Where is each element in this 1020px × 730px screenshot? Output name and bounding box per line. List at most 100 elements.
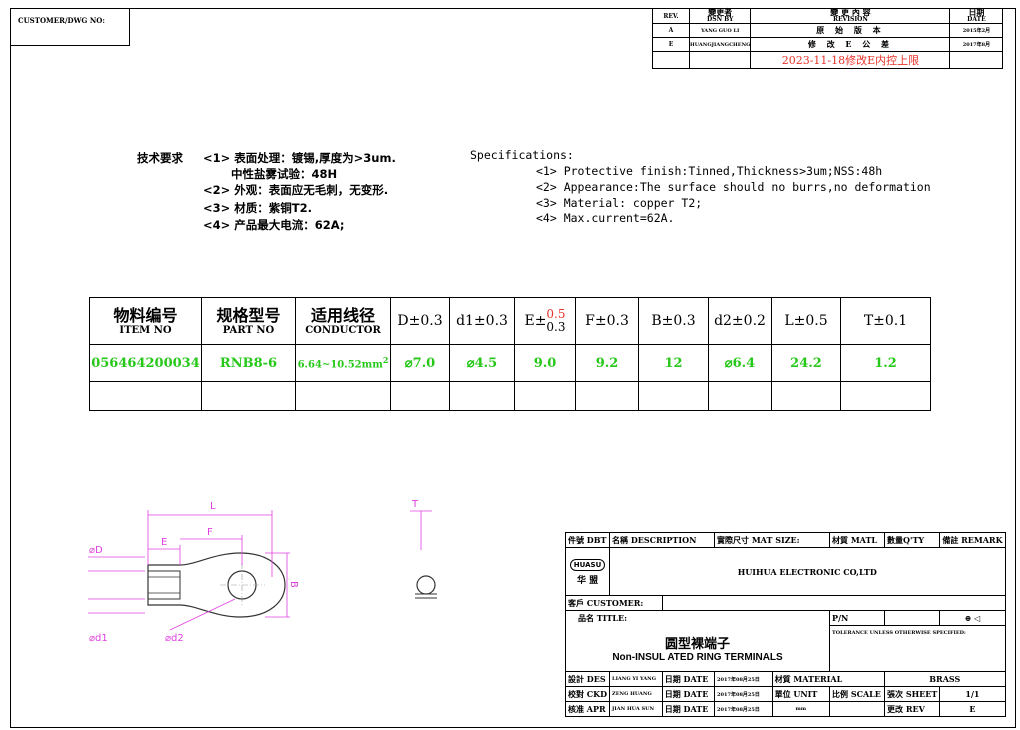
projection-symbol: ⊕ ◁ [939, 610, 1006, 626]
b-header: B±0.3 [638, 297, 709, 345]
e-cell: 9.0 [514, 344, 576, 382]
specs-cn-item: <3> 材质：紫铜T2. [203, 201, 312, 215]
customer-label: CUSTOMER/DWG NO: [18, 16, 105, 25]
date-label: 日期 DATE [661, 686, 716, 702]
d1-header: d1±0.3 [449, 297, 515, 345]
apr-name: JIAN HUA SUN [609, 701, 663, 717]
title-block: 件號 DBT 名稱 DESCRIPTION 實際尺寸 MAT SIZE: 材質 … [564, 532, 1006, 717]
d-header: D±0.3 [390, 297, 450, 345]
desc-label: 名稱 DESCRIPTION [609, 532, 716, 548]
d2-header: d2±0.2 [708, 297, 772, 345]
signoff-row: 設計 DES LIANG YI YANG 日期 DATE 2017年08月25日… [564, 671, 1006, 687]
desc-cell: 原 始 版 本 [750, 23, 951, 38]
signoff-row: 校對 CKD ZENG HUANG 日期 DATE 2017年08月25日 單位… [564, 686, 1006, 702]
label-e: E [161, 537, 167, 548]
scale-label: 比例 SCALE [829, 686, 886, 702]
material-label: 材質 MATERIAL [771, 671, 886, 687]
pn-label: P/N [829, 610, 886, 626]
date-label: 日期 DATE [661, 671, 716, 687]
label-t: T [411, 499, 419, 510]
specs-en-item: <2> Appearance:The surface should no bur… [536, 180, 931, 194]
logo-cell: HUASU 华 盟 [564, 547, 611, 596]
b-cell: 12 [638, 344, 709, 382]
customer-field-label: 客戶 CUSTOMER: [565, 595, 663, 611]
table-row: 056464200034 RNB8-6 6.64~10.52mm2 ⌀7.0 ⌀… [89, 344, 931, 382]
specs-en-item: <3> Material: copper T2; [536, 196, 703, 210]
sheet-value: 1/1 [939, 686, 1006, 702]
ckd-name: ZENG HUANG [609, 686, 663, 702]
table-row-empty [89, 381, 931, 411]
t-header: T±0.1 [840, 297, 931, 345]
by-cell: HUANGJIANGCHENG [688, 37, 752, 52]
part-no-cell: RNB8-6 [201, 344, 296, 382]
rev-value: E [939, 701, 1006, 717]
d1-cell: ⌀4.5 [449, 344, 515, 382]
date-value: 2017年08月25日 [714, 671, 773, 687]
matl-label: 材質 MATL [829, 532, 886, 548]
rev-cell: A [652, 23, 690, 38]
des-label: 設計 DES [564, 671, 611, 687]
l-cell: 24.2 [771, 344, 841, 382]
label-d2: ⌀d2 [165, 633, 184, 644]
l-header: L±0.5 [771, 297, 841, 345]
specs-cn-item: <4> 产品最大电流：62A; [203, 218, 345, 232]
specs-en-item: <1> Protective finish:Tinned,Thickness>3… [536, 164, 883, 178]
date-cell: 2017年8月 [949, 37, 1004, 52]
signoff-row: 核准 APR JIAN HUA SUN 日期 DATE 2017年08月25日 … [564, 701, 1006, 717]
d-cell: ⌀7.0 [390, 344, 450, 382]
specs-en-heading: Specifications: [470, 148, 574, 162]
item-no-cell: 056464200034 [89, 344, 202, 382]
f-cell: 9.2 [575, 344, 639, 382]
title-header-row: 件號 DBT 名稱 DESCRIPTION 實際尺寸 MAT SIZE: 材質 … [564, 532, 1006, 548]
logo-mark: HUASU [570, 559, 606, 571]
company-name: HUIHUA ELECTRONIC CO,LTD [609, 547, 1006, 596]
dbt-label: 件號 DBT [564, 532, 611, 548]
tolerance-note: TOLERANCE UNLESS OTHERWISE SPECIFIED: [829, 625, 1006, 672]
rev-header: REV. [652, 8, 690, 24]
specs-cn-heading: 技术要求 [137, 151, 183, 165]
customer-dwg-box: CUSTOMER/DWG NO: [10, 8, 130, 46]
product-title: 圆型裸端子 Non-INSUL ATED RING TERMINALS [564, 625, 831, 672]
specs-cn-item: 中性盐雾试验：48H [231, 167, 338, 181]
apr-label: 核准 APR [564, 701, 611, 717]
terminal-outline [147, 552, 286, 618]
specs-cn-item: <1> 表面处理：镀锡,厚度为>3um. [203, 151, 396, 165]
ckd-label: 校對 CKD [564, 686, 611, 702]
date-value: 2017年08月25日 [714, 686, 773, 702]
customer-row: 客戶 CUSTOMER: [565, 595, 1006, 611]
product-cn: 圆型裸端子 [665, 637, 731, 653]
material-value: BRASS [884, 671, 1006, 687]
label-l: L [210, 501, 216, 512]
product-row: 圆型裸端子 Non-INSUL ATED RING TERMINALS TOLE… [564, 625, 1006, 672]
f-header: F±0.3 [575, 297, 639, 345]
drawing-frame [10, 8, 1016, 728]
rev-label: 更改 REV [884, 701, 941, 717]
label-f: F [207, 527, 213, 538]
date-label: 日期 DATE [661, 701, 716, 717]
revision-row: A YANG GUO LI 原 始 版 本 2015年2月 [652, 23, 1004, 38]
side-view-ring [416, 575, 436, 595]
terminal-barrel [147, 570, 181, 600]
title-row: 品名 TITLE: P/N ⊕ ◁ [564, 610, 1006, 626]
rev-cell: E [652, 37, 690, 52]
logo-cn: 华 盟 [576, 576, 599, 586]
des-name: LIANG YI YANG [609, 671, 663, 687]
label-d1: ⌀d1 [89, 633, 108, 644]
desc-cell: 修 改 E 公 差 [750, 37, 951, 52]
d2-cell: ⌀6.4 [708, 344, 772, 382]
sheet-label: 張次 SHEET [884, 686, 941, 702]
title-label: 品名 TITLE: [564, 610, 831, 626]
remark-label: 備註 REMARK [939, 532, 1006, 548]
revision-note: 2023-11-18修改E内控上限 [750, 51, 951, 69]
terminal-drawing: L E F B ⌀D ⌀d1 ⌀d2 T [88, 499, 437, 644]
revision-row: E HUANGJIANGCHENG 修 改 E 公 差 2017年8月 [652, 37, 1004, 52]
